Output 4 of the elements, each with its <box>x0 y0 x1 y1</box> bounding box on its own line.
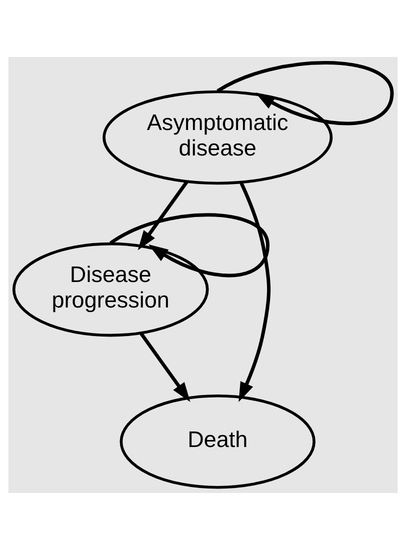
arrow <box>140 332 190 402</box>
node-ellipse: Death <box>120 394 316 488</box>
arrow <box>138 180 188 250</box>
arrow <box>238 181 271 402</box>
